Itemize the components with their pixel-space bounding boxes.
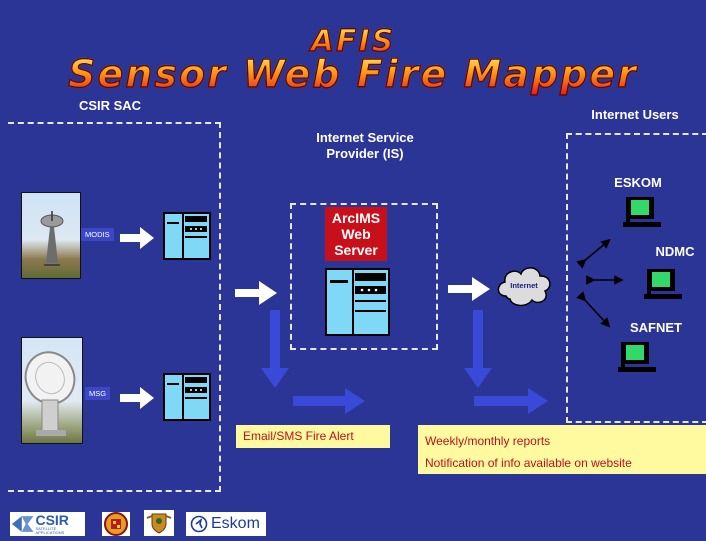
isp-label: Internet Service Provider (IS) — [295, 130, 435, 162]
university-seal-logo — [102, 512, 130, 536]
msg-dish-photo — [21, 337, 83, 444]
notification-text: Notification of info available on websit… — [425, 456, 632, 470]
msg-server-icon — [163, 373, 211, 421]
email-sms-alert-note: Email/SMS Fire Alert — [236, 425, 390, 448]
title-sensor-web-fire-mapper: Sensor Web Fire Mapper — [0, 51, 706, 96]
internet-cloud-label: Internet — [510, 281, 538, 290]
eskom-user-label: ESKOM — [614, 175, 662, 190]
arcims-line1: ArcIMS — [331, 210, 381, 226]
csir-sac-label: CSIR SAC — [78, 98, 142, 113]
report-flow-arrows-icon — [464, 310, 548, 414]
isp-box — [290, 203, 438, 350]
csir-sac-box — [8, 122, 221, 492]
safnet-user-label: SAFNET — [630, 320, 682, 335]
csir-logo-subtext: SATELLITE APPLICATIONS — [35, 526, 65, 535]
eskom-logo: Eskom — [186, 512, 266, 536]
arcims-web-server-label: ArcIMS Web Server — [325, 207, 387, 261]
isp-label-line1: Internet Service — [316, 130, 414, 145]
modis-tag: MODIS — [81, 228, 114, 241]
to-internet-arrow-icon — [448, 277, 490, 301]
internet-users-box — [566, 133, 706, 423]
alert-flow-arrows-icon — [261, 310, 365, 414]
to-isp-arrow-icon — [235, 281, 277, 305]
modis-antenna-photo — [21, 192, 81, 279]
arcims-server-icon — [325, 268, 390, 336]
internet-users-label: Internet Users — [591, 107, 679, 122]
modis-arrow-icon — [120, 227, 154, 249]
safnet-computer-icon — [618, 342, 656, 372]
title-afis: AFIS — [0, 23, 706, 59]
modis-server-icon — [163, 212, 211, 260]
ndmc-computer-icon — [644, 269, 682, 299]
user-link-arrows-icon — [576, 238, 624, 328]
csir-mark-icon — [11, 516, 34, 532]
weekly-reports-text: Weekly/monthly reports — [425, 434, 551, 448]
reports-note: Weekly/monthly reports Notification of i… — [418, 425, 706, 474]
arcims-line3: Server — [334, 242, 378, 258]
eskom-logo-text: Eskom — [211, 515, 260, 532]
eskom-mark-icon — [190, 515, 208, 533]
arcims-line2: Web — [341, 226, 371, 242]
modis-antenna-icon — [40, 211, 64, 266]
eskom-computer-icon — [623, 197, 661, 227]
ndmc-user-label: NDMC — [655, 244, 695, 259]
msg-dish-icon — [24, 351, 76, 436]
internet-cloud-icon — [497, 267, 551, 307]
isp-label-line2: Provider (IS) — [326, 146, 404, 161]
csir-logo-text: CSIR — [35, 512, 69, 528]
msg-arrow-icon — [120, 387, 154, 409]
university-seal-icon — [104, 512, 128, 536]
msg-tag: MSG — [85, 387, 111, 400]
coat-of-arms-icon — [146, 513, 172, 534]
csir-logo: CSIR SATELLITE APPLICATIONS — [10, 512, 85, 536]
coat-of-arms-logo — [144, 510, 174, 536]
